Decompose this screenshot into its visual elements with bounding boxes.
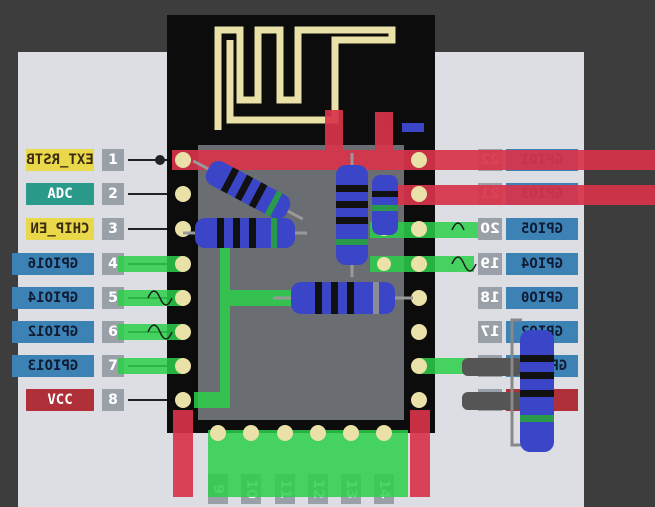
left-pin-number: 5 bbox=[108, 290, 118, 306]
right-pin-number-box bbox=[478, 253, 502, 275]
left-pin-label-box bbox=[26, 389, 94, 411]
left-pin-number-box bbox=[102, 218, 124, 240]
wire-bends bbox=[147, 222, 477, 340]
left-pin-label: GPIO12 bbox=[28, 324, 79, 340]
reset-junction-dot bbox=[155, 155, 165, 165]
left-pin-label: VCC bbox=[47, 392, 72, 408]
left-pin-label-box bbox=[26, 218, 94, 240]
antenna-end-mark bbox=[402, 123, 424, 132]
right-pin-number: 20 bbox=[480, 221, 500, 237]
left-pads bbox=[175, 152, 191, 408]
right-pin-number-box bbox=[478, 321, 502, 343]
left-pin-label-box bbox=[26, 183, 94, 205]
left-pin-number-box bbox=[102, 389, 124, 411]
left-pin-number: 4 bbox=[108, 256, 118, 272]
left-pin-number: 7 bbox=[108, 358, 118, 374]
right-pin-label: GPIO4 bbox=[521, 256, 563, 272]
right-pin-label: GPIO0 bbox=[521, 290, 563, 306]
pcb-antenna bbox=[214, 26, 396, 130]
bottom-pads bbox=[210, 425, 392, 441]
left-pin-label: GPIO14 bbox=[28, 290, 79, 306]
left-pin-label: EXT_RSTB bbox=[26, 152, 93, 168]
right-pin-number: 17 bbox=[480, 324, 499, 340]
left-pin-label-box bbox=[12, 287, 94, 309]
resistor-vertical bbox=[336, 153, 368, 277]
left-pin-number: 8 bbox=[108, 392, 118, 408]
resistor-vertical-small bbox=[372, 175, 398, 235]
right-pin-number-box bbox=[478, 287, 502, 309]
left-pin-label: CHIP_EN bbox=[30, 221, 89, 237]
left-pin-label: GPIO16 bbox=[28, 256, 79, 272]
left-pin-number: 1 bbox=[108, 152, 118, 168]
green-wires bbox=[118, 222, 478, 497]
left-pin-label-box bbox=[12, 321, 94, 343]
right-pads bbox=[411, 152, 427, 408]
left-pin-number: 6 bbox=[108, 324, 118, 340]
left-pin-label-box bbox=[26, 149, 94, 171]
left-pin-number: 2 bbox=[108, 186, 118, 202]
left-pin-label-box bbox=[12, 355, 94, 377]
left-pin-number-box bbox=[102, 149, 124, 171]
right-pin-number: 19 bbox=[480, 256, 499, 272]
resistor-external bbox=[462, 318, 554, 452]
resistor-diagonal bbox=[192, 159, 304, 221]
left-pin-number: 3 bbox=[108, 221, 118, 237]
right-pin-label-box bbox=[506, 218, 578, 240]
right-pin-label: GPIO5 bbox=[521, 221, 563, 237]
left-pin-label: ADC bbox=[47, 186, 72, 202]
resistor-horizontal-top bbox=[183, 218, 307, 248]
left-pin-label-box bbox=[12, 253, 94, 275]
left-pin-label: GPIO13 bbox=[28, 358, 79, 374]
resistor-horizontal-middle bbox=[273, 282, 413, 314]
right-pin-number: 18 bbox=[480, 290, 499, 306]
left-pin-number-box bbox=[102, 183, 124, 205]
right-pin-label-box bbox=[506, 287, 578, 309]
right-pin-number-box bbox=[478, 218, 502, 240]
right-pin-label-box bbox=[506, 253, 578, 275]
